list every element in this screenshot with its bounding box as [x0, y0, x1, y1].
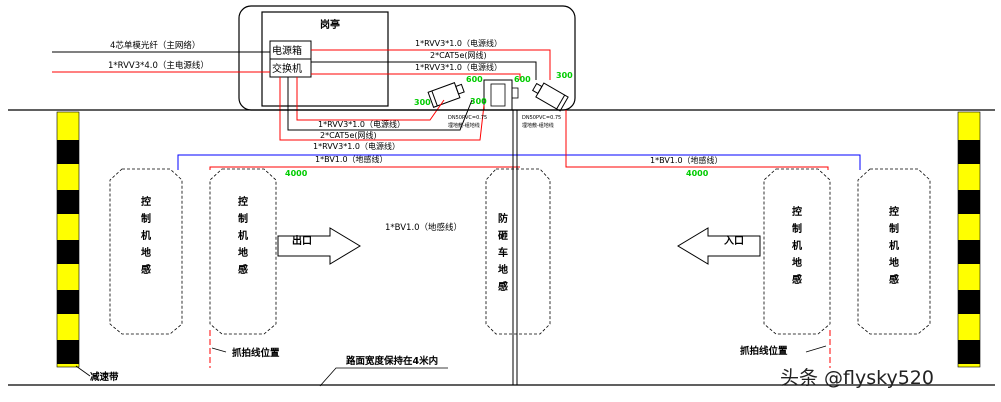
loop-inner-right: 控 制 机 地 感 — [763, 168, 831, 335]
power-box-label: 电源箱 — [272, 44, 302, 57]
dim-300-low: 300 — [470, 97, 487, 106]
svg-text:砸: 砸 — [498, 230, 508, 242]
left-power1-label: 1*RVV3*1.0（电源线） — [318, 119, 405, 129]
speed-bump-left — [56, 111, 80, 368]
loop-outer-left: 控 制 机 地 感 — [109, 168, 183, 335]
svg-text:机: 机 — [238, 229, 248, 242]
svg-text:感: 感 — [141, 263, 151, 276]
pipe-left-label: DN50PVC=0.75 — [448, 115, 487, 121]
dim-4000-left: 4000 — [285, 169, 308, 178]
dim-600-left: 600 — [466, 75, 483, 84]
speed-bump-right — [957, 111, 981, 368]
dim-4000-right: 4000 — [686, 169, 709, 178]
switch-label: 交换机 — [272, 62, 302, 75]
svg-text:感: 感 — [238, 263, 248, 276]
svg-text:地: 地 — [141, 246, 151, 259]
right-gate-device — [531, 82, 569, 112]
entry-arrow: 入口 — [677, 227, 761, 265]
loop-inner-right-label: 控 — [792, 205, 802, 218]
svg-text:地: 地 — [238, 246, 248, 259]
loop-inner-left: 控 制 机 地 感 — [209, 168, 277, 335]
svg-text:地: 地 — [792, 256, 802, 269]
svg-text:感: 感 — [889, 273, 899, 286]
svg-text:机: 机 — [889, 239, 899, 252]
svg-text:地: 地 — [498, 263, 508, 276]
speed-bump-label: 减速带 — [90, 371, 119, 383]
svg-text:制: 制 — [141, 212, 151, 225]
svg-text:制: 制 — [238, 212, 248, 225]
pipe-right-label: DN50PVC=0.75 — [522, 115, 561, 121]
svg-text:感: 感 — [498, 280, 508, 293]
loop-outer-right: 控 制 机 地 感 — [857, 168, 931, 335]
mid-loop-label: 1*BV1.0（地感线） — [385, 222, 462, 233]
watermark: 头条 @flysky520 — [780, 367, 934, 389]
loop-anti-smash-label: 防 — [498, 212, 508, 225]
loop-inner-left-label: 控 — [238, 195, 248, 208]
left-loop-label: 1*BV1.0（地感线） — [315, 154, 388, 164]
exit-arrow: 出口 — [277, 227, 361, 265]
left-network-label: 2*CAT5e(网线) — [320, 130, 377, 140]
svg-text:感: 感 — [792, 273, 802, 286]
top-power1-label: 1*RVV3*1.0（电源线） — [415, 38, 502, 48]
booth-title: 岗亭 — [320, 18, 340, 31]
barrier-cabinet — [483, 79, 513, 111]
left-gate-device — [427, 82, 465, 108]
dim-600-right: 600 — [514, 75, 531, 84]
booth-inner-frame — [261, 11, 389, 107]
svg-text:埋地敷-组地线: 埋地敷-组地线 — [448, 122, 480, 129]
top-network-label: 2*CAT5e(网线) — [430, 50, 487, 60]
dim-300-left: 300 — [414, 98, 431, 107]
right-loop-label: 1*BV1.0（地感线） — [650, 155, 723, 165]
svg-text:埋地敷-组地线: 埋地敷-组地线 — [522, 122, 554, 129]
booth-outline — [238, 5, 576, 111]
svg-text:制: 制 — [792, 222, 802, 235]
left-power2-label: 1*RVV3*1.0（电源线） — [313, 141, 400, 151]
svg-text:机: 机 — [141, 229, 151, 242]
top-power2-label: 1*RVV3*1.0（电源线） — [415, 62, 502, 72]
exit-label: 出口 — [292, 234, 312, 247]
svg-text:制: 制 — [889, 222, 899, 235]
dim-300-right: 300 — [556, 71, 573, 80]
road-width-label: 路面宽度保持在4米内 — [346, 355, 438, 367]
loop-outer-right-label: 控 — [889, 205, 899, 218]
svg-text:车: 车 — [498, 246, 508, 259]
loop-outer-left-label: 控 — [141, 195, 151, 208]
loop-anti-smash: 防 砸 车 地 感 — [485, 168, 551, 335]
main-power-label: 1*RVV3*4.0（主电源线） — [108, 60, 209, 71]
svg-text:机: 机 — [792, 239, 802, 252]
capture-left-label: 抓拍线位置 — [232, 347, 280, 359]
fiber-label: 4芯单模光纤（主网络） — [110, 40, 200, 51]
svg-text:地: 地 — [889, 256, 899, 269]
entry-label: 入口 — [724, 235, 744, 247]
capture-right-label: 抓拍线位置 — [740, 345, 788, 357]
